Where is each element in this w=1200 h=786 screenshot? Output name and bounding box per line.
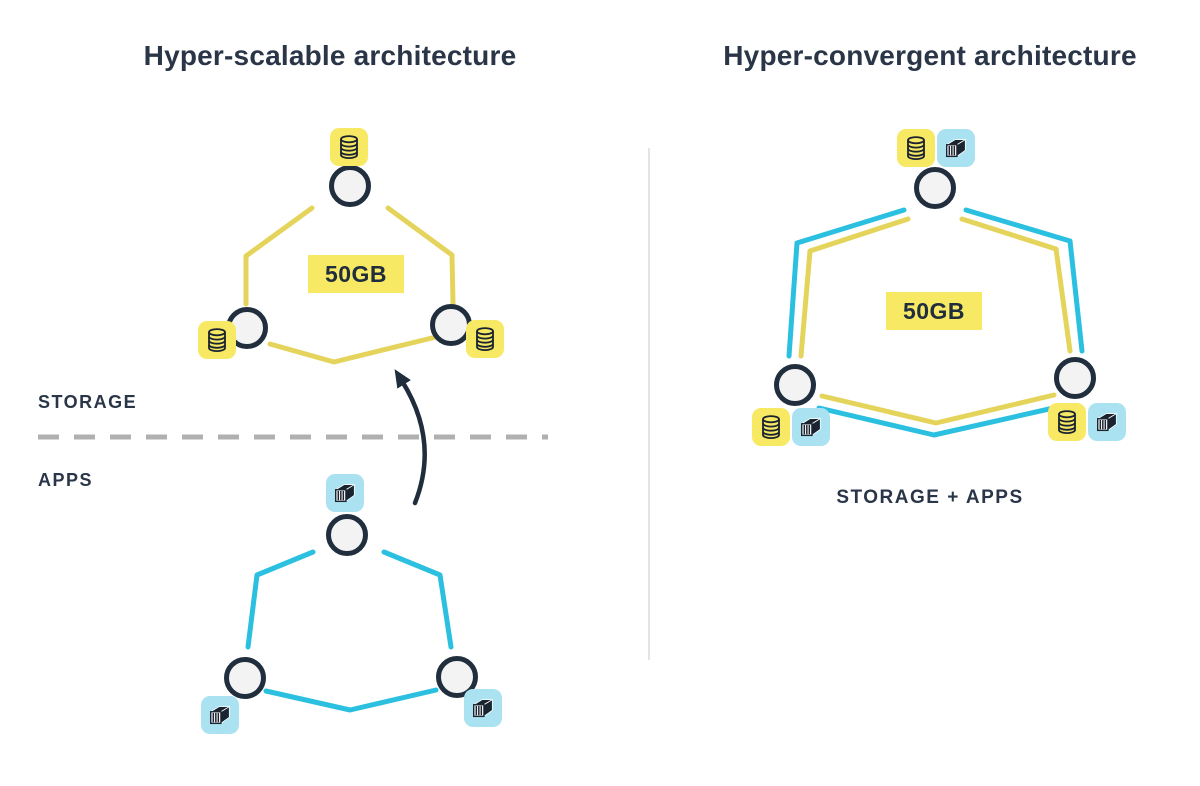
converged-edge-bottom-apps [816, 404, 1061, 438]
converged-edge-bottom-storage [819, 392, 1057, 426]
database-icon [907, 136, 925, 161]
apps-edge-right [381, 549, 454, 650]
converged-node-right [1054, 357, 1096, 399]
apps-node-right-badge [464, 689, 502, 727]
container-icon [473, 698, 493, 718]
container-icon [210, 705, 230, 725]
container-icon [335, 483, 355, 503]
arrow-apps-to-storage [394, 369, 427, 506]
right-panel-title: Hyper-convergent architecture [723, 40, 1137, 71]
storage-edge-right [385, 205, 456, 306]
converged-node-right-storage-badge [1048, 403, 1086, 441]
apps-edge-bottom [263, 687, 439, 713]
converged-node-left-storage-badge [752, 408, 790, 446]
container-icon [946, 138, 966, 158]
converged-node-right-apps-badge [1088, 403, 1126, 441]
storage-node-left-badge [198, 321, 236, 359]
apps-node-top-badge [326, 474, 364, 512]
database-icon [340, 135, 358, 160]
storage-apps-section-label: STORAGE + APPS [836, 487, 1024, 508]
database-icon [476, 327, 494, 352]
converged-node-top [914, 167, 956, 209]
converged-edge-right-apps [963, 207, 1085, 354]
apps-node-left [224, 657, 266, 699]
converged-edge-right-storage [959, 216, 1073, 354]
converged-node-top-storage-badge [897, 129, 935, 167]
apps-node-left-badge [201, 696, 239, 734]
storage-edge-left [243, 205, 315, 307]
database-icon [208, 328, 226, 353]
converged-node-left [774, 364, 816, 406]
converged-node-left-apps-badge [792, 408, 830, 446]
storage-node-right [430, 304, 472, 346]
left-panel-title: Hyper-scalable architecture [143, 40, 517, 71]
apps-section-label: APPS [38, 470, 94, 490]
container-icon [1097, 412, 1117, 432]
apps-edge-left [245, 549, 316, 650]
database-icon [762, 415, 780, 440]
apps-node-top [326, 514, 368, 556]
storage-node-top [329, 165, 371, 207]
storage-node-top-badge [330, 128, 368, 166]
storage-capacity-badge: 50GB [308, 255, 404, 293]
storage-edge-bottom [267, 334, 439, 365]
converged-edge-left-apps [786, 207, 907, 359]
storage-section-label: STORAGE [38, 392, 138, 412]
container-icon [801, 417, 821, 437]
database-icon [1058, 410, 1076, 435]
converged-capacity-badge: 50GB [886, 292, 982, 330]
converged-edge-left-storage [798, 216, 911, 359]
converged-node-top-apps-badge [937, 129, 975, 167]
storage-node-right-badge [466, 320, 504, 358]
